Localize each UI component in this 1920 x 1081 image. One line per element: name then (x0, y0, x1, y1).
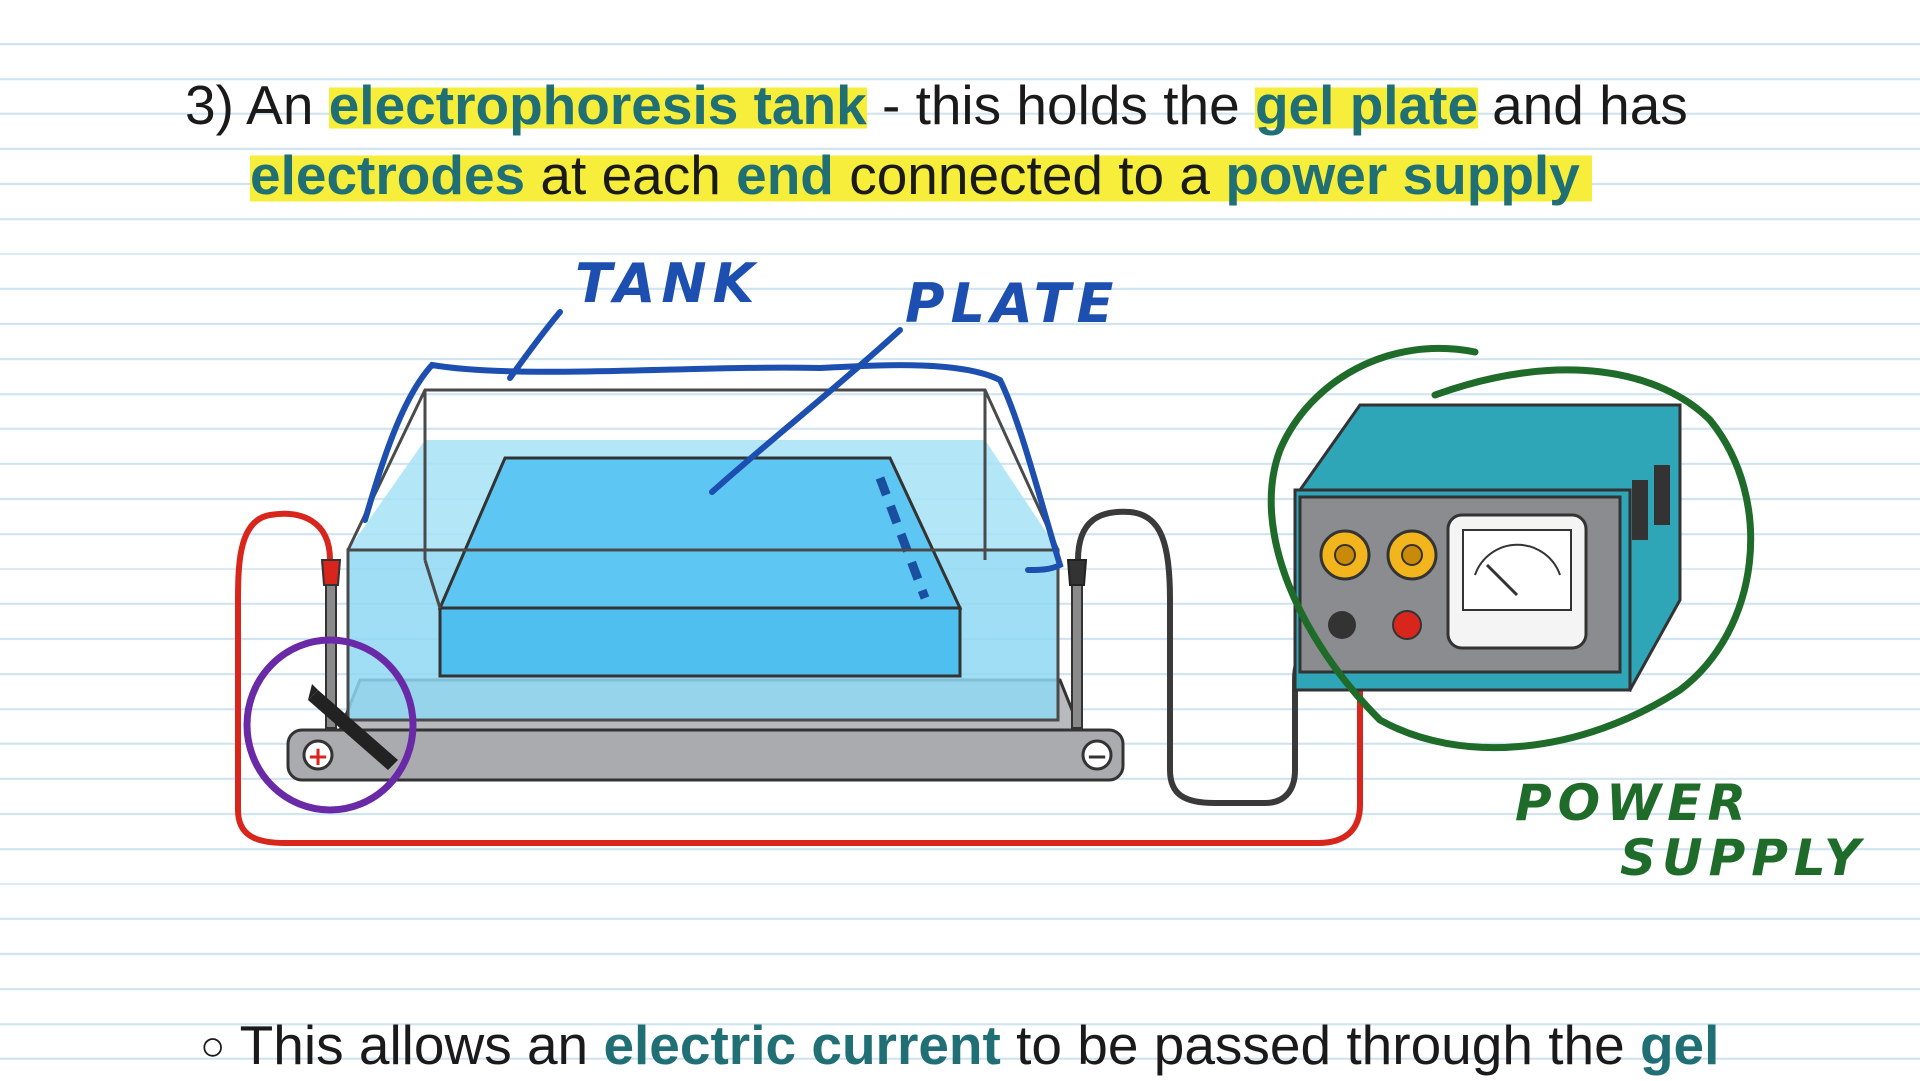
positive-terminal-highlight-circle (243, 636, 417, 814)
keyword-electrophoresis-tank: electrophoresis tank (328, 74, 867, 136)
power-label: POWER (1515, 774, 1752, 832)
tank-pointer-line (507, 309, 563, 381)
supply-label: SUPPLY (1620, 829, 1866, 887)
positive-electrode-cap (320, 559, 342, 586)
positive-terminal-label: + (307, 742, 329, 772)
plate-pointer-line (709, 327, 903, 495)
heading-line-1: 3) An electrophoresis tank - this holds … (185, 70, 1688, 140)
gel-wells (875, 476, 930, 600)
bullet-line: ○ This allows an electric current to be … (200, 1010, 1719, 1081)
tank-annotation-outline (362, 361, 1064, 573)
keyword-end: end (736, 144, 834, 206)
power-supply (1293, 403, 1682, 693)
heading-text: - this holds the (881, 74, 1240, 136)
heading-text: at each (540, 144, 721, 206)
positive-terminal (302, 739, 334, 771)
heading-line-2: electrodes at each end connected to a po… (250, 140, 1592, 210)
keyword-power-supply: power supply (1225, 144, 1580, 206)
tank-frame (346, 388, 1060, 722)
negative-electrode-cap (1066, 559, 1088, 586)
gel-plate-front (438, 606, 962, 678)
power-supply-highlight-circle (1267, 344, 1755, 752)
bullet-marker: ○ (200, 1022, 226, 1069)
keyword-gel: gel (1639, 1014, 1720, 1076)
negative-terminal (1081, 739, 1113, 771)
keyword-electric-current: electric current (603, 1014, 1001, 1076)
bullet-text: This allows an (239, 1014, 589, 1076)
keyword-gel-plate: gel plate (1254, 74, 1479, 136)
plate-label: PLATE (905, 272, 1119, 335)
keyword-electrodes: electrodes (250, 144, 526, 206)
item-number: 3) (185, 74, 234, 136)
heading-text: and has (1492, 74, 1688, 136)
bullet-text: to be passed through the (1016, 1014, 1625, 1076)
negative-electrode-rod (1071, 577, 1083, 729)
pen-cursor-icon (308, 684, 398, 770)
heading-text: An (246, 74, 314, 136)
heading-text: connected to a (849, 144, 1211, 206)
tank-label: TANK (575, 252, 760, 315)
negative-terminal-label: − (1086, 742, 1108, 772)
